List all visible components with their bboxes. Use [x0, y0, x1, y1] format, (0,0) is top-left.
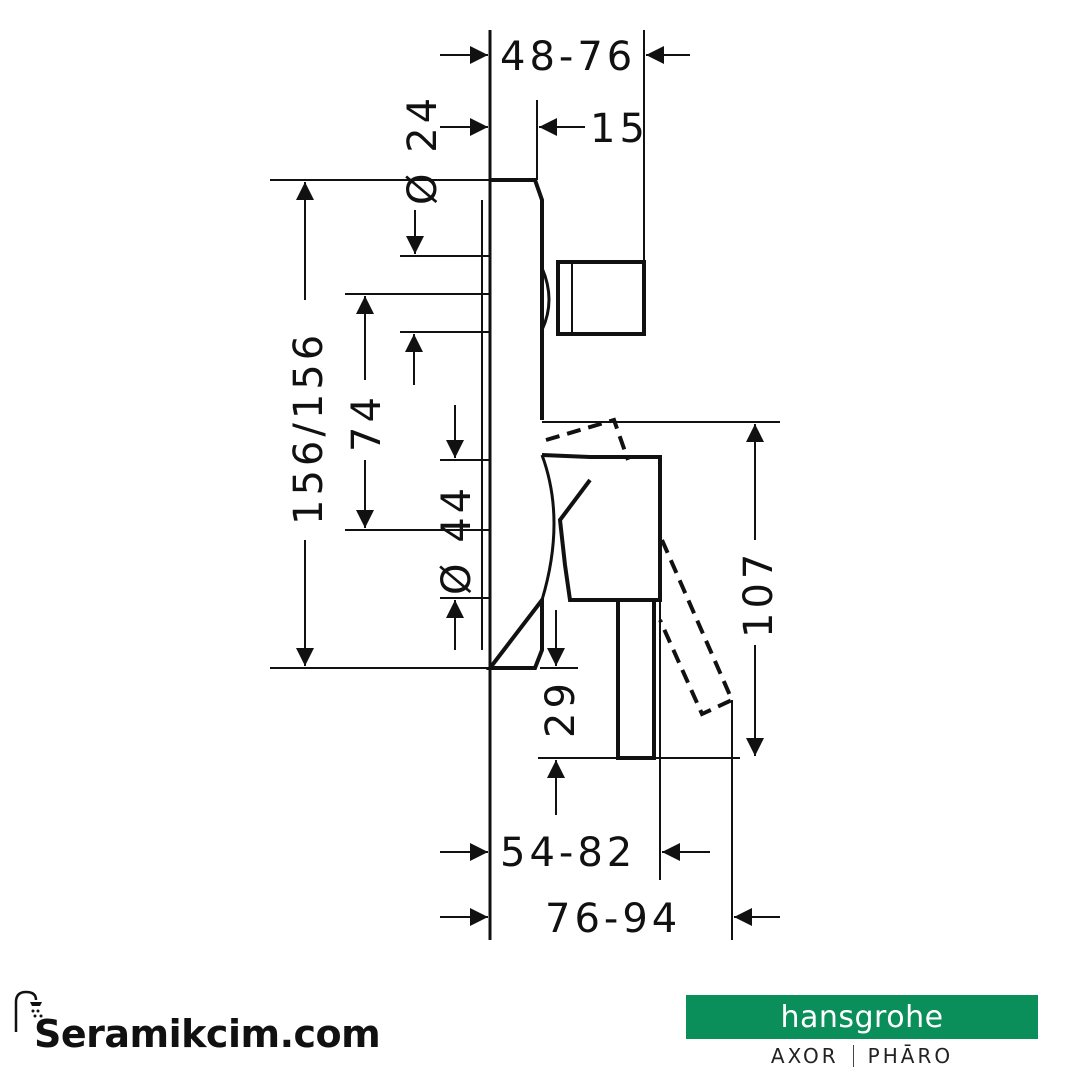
- dim-diameter-24: Ø 24: [400, 94, 446, 205]
- lever-swing-position: [658, 539, 735, 717]
- dimension-labels: 48-76 15 Ø 24 156/156 74 Ø 44 29 107 54-…: [286, 34, 782, 942]
- lever-upper-position: [545, 417, 630, 461]
- dim-156-156: 156/156: [286, 331, 332, 525]
- sub-brand-pharo: PHĀRO: [867, 1044, 954, 1068]
- product-outline: [481, 30, 735, 940]
- dim-54-82: 54-82: [500, 830, 636, 876]
- mixer-body-neck: [540, 454, 556, 601]
- dim-107: 107: [736, 550, 782, 638]
- mixer-body: [541, 453, 662, 602]
- shower-head-icon: [14, 990, 43, 1032]
- lever-handle: [616, 598, 656, 760]
- dim-29: 29: [538, 679, 584, 738]
- cover-plate: [485, 178, 544, 670]
- outlet-knob: [556, 260, 646, 336]
- dimension-lines: [270, 30, 780, 940]
- sub-brand-separator: [852, 1045, 854, 1067]
- hansgrohe-logo: hansgrohe: [686, 995, 1038, 1039]
- dim-76-94: 76-94: [545, 896, 681, 942]
- outlet-knob-neck: [540, 267, 551, 331]
- site-logo-text: Seramikcim.com: [34, 1012, 381, 1056]
- sub-brand-axor: AXOR: [770, 1044, 839, 1068]
- dim-diameter-44: Ø 44: [434, 484, 480, 595]
- manufacturer-name: hansgrohe: [780, 999, 944, 1035]
- dim-74: 74: [344, 393, 390, 452]
- technical-drawing: 48-76 15 Ø 24 156/156 74 Ø 44 29 107 54-…: [270, 30, 782, 942]
- sub-brand-row: AXOR PHĀRO: [686, 1044, 1038, 1068]
- dim-48-76: 48-76: [500, 34, 636, 80]
- dim-15: 15: [590, 106, 649, 152]
